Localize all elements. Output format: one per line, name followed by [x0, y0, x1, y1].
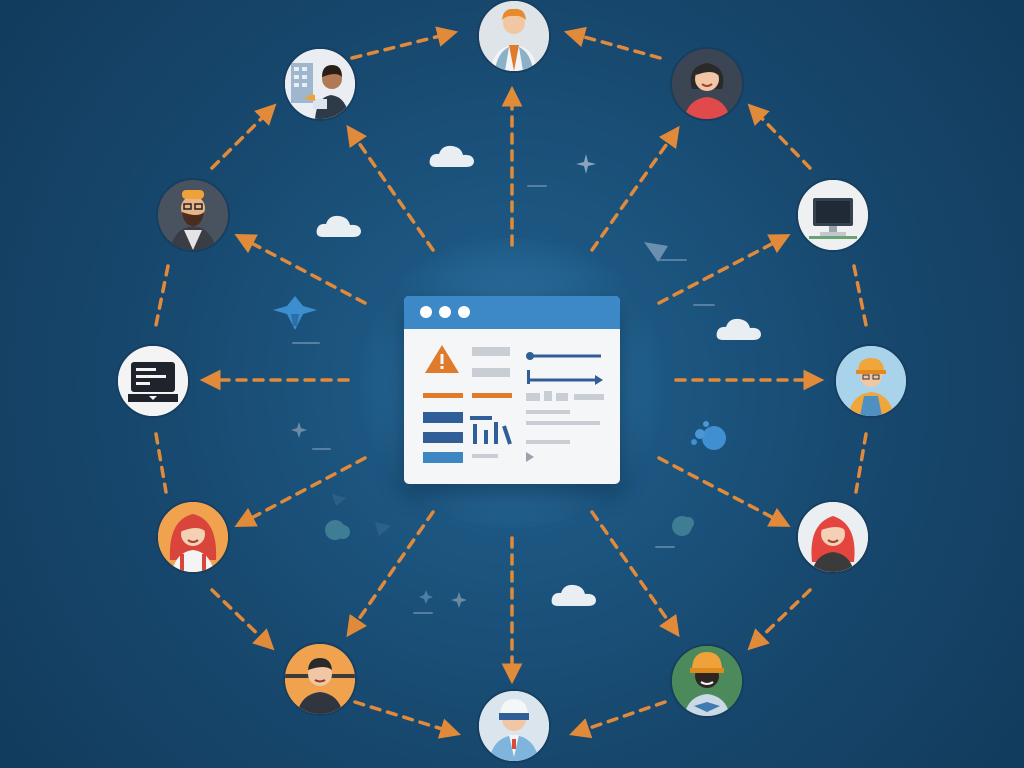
spoke-arrow-top-right — [592, 131, 676, 250]
bearded-man-avatar-icon[interactable] — [156, 178, 230, 252]
accent-bar — [423, 393, 463, 398]
placeholder-bar — [472, 368, 510, 377]
sparkle-icon — [576, 154, 596, 174]
placeholder-bar — [574, 394, 604, 400]
spoke-arrow-left-lower — [240, 458, 365, 524]
businessman-avatar-icon[interactable] — [477, 0, 551, 73]
list-block — [423, 432, 463, 443]
helmet-worker-avatar-icon[interactable] — [477, 689, 551, 763]
blob-icon — [323, 518, 351, 542]
spoke-arrow-bottom-right — [592, 512, 676, 632]
warning-triangle-icon — [424, 344, 460, 374]
ring-arrow-2 — [570, 33, 660, 58]
construction-worker-avatar-icon[interactable] — [834, 344, 908, 418]
diamond-kite-icon — [273, 296, 317, 332]
woman-avatar-icon[interactable] — [670, 47, 744, 121]
ring-arrow-8 — [856, 434, 866, 492]
placeholder-bar — [472, 454, 498, 458]
ring-arrow-10 — [752, 590, 810, 646]
list-block — [423, 412, 463, 423]
cloud-icon — [550, 582, 598, 608]
ring-arrow-9 — [212, 590, 270, 646]
placeholder-bar — [526, 393, 540, 401]
placeholder-bar — [526, 440, 570, 444]
dashboard-window — [404, 296, 620, 484]
laptop-terminal-icon[interactable] — [116, 344, 190, 418]
cloud-icon — [715, 316, 763, 342]
window-dot — [420, 306, 432, 318]
placeholder-bar — [526, 410, 570, 414]
ring-arrow-12 — [575, 702, 665, 733]
woman-avatar-icon[interactable] — [156, 500, 230, 574]
ring-arrow-6 — [854, 266, 866, 325]
placeholder-bar — [526, 421, 600, 425]
sparkle-icon — [419, 590, 433, 604]
red-haired-woman-avatar-icon[interactable] — [796, 500, 870, 574]
slider-control-icon — [525, 350, 605, 386]
placeholder-bar — [544, 391, 552, 401]
blob-icon — [670, 514, 696, 538]
spoke-arrow-right-upper — [659, 237, 785, 303]
placeholder-bar — [472, 347, 510, 356]
computer-monitor-icon[interactable] — [796, 178, 870, 252]
sparkle-icon — [291, 422, 307, 438]
office-worker-avatar-icon[interactable] — [283, 47, 357, 121]
spoke-arrow-left-upper — [240, 237, 365, 303]
window-dot — [458, 306, 470, 318]
window-dot — [439, 306, 451, 318]
ring-arrow-5 — [156, 266, 168, 325]
accent-bar — [472, 393, 512, 398]
placeholder-bar — [556, 393, 568, 401]
hard-hat-worker-avatar-icon[interactable] — [670, 644, 744, 718]
ring-arrow-7 — [156, 434, 166, 492]
bar-chart-icon — [470, 412, 512, 448]
list-block — [423, 452, 463, 463]
triangle-icon — [332, 494, 346, 506]
ring-arrow-3 — [212, 108, 272, 168]
window-titlebar — [404, 296, 620, 329]
ring-arrow-1 — [352, 33, 452, 58]
sparkle-icon — [451, 592, 467, 608]
triangle-icon — [375, 522, 391, 536]
splash-icon — [686, 418, 734, 454]
man-avatar-icon[interactable] — [283, 642, 357, 716]
cloud-icon — [428, 143, 476, 169]
ring-arrow-11 — [355, 702, 455, 733]
paper-plane-icon — [644, 242, 668, 262]
cloud-icon — [315, 213, 363, 239]
ring-arrow-4 — [752, 108, 810, 168]
play-icon — [526, 452, 534, 462]
